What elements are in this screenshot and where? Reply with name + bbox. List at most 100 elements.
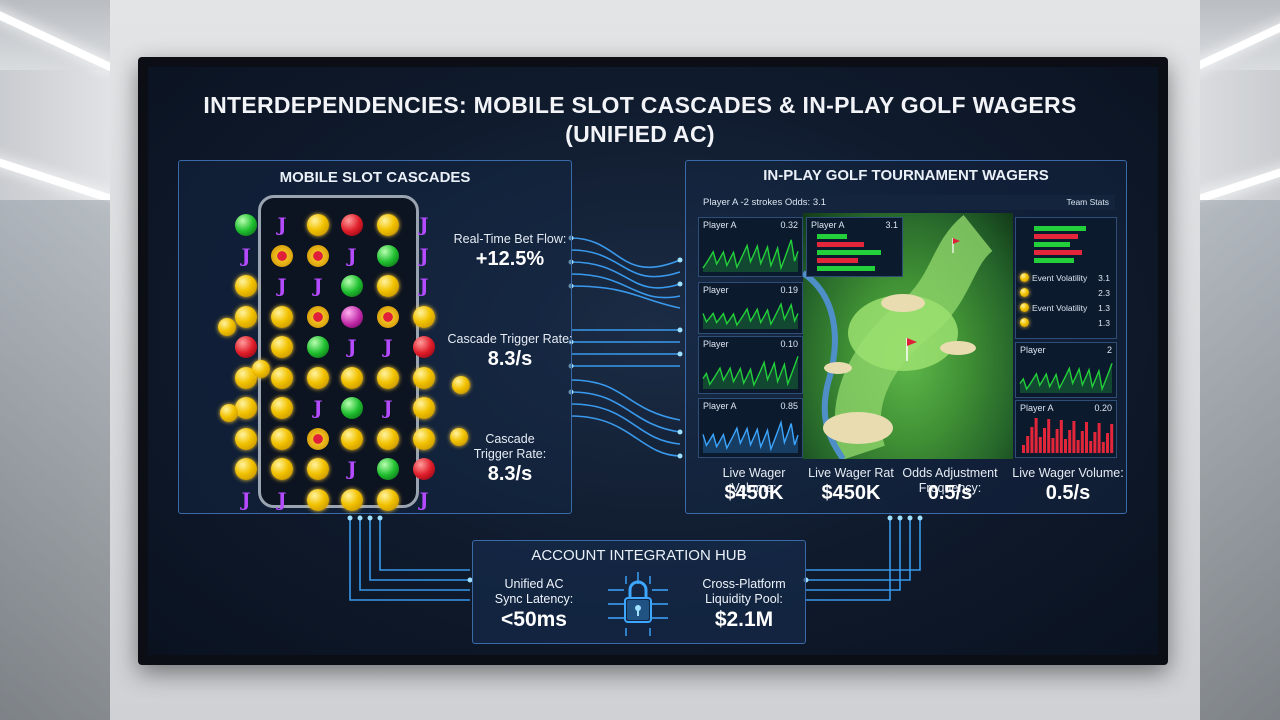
- tile-bar: [1022, 445, 1025, 453]
- coin-symbol: [413, 305, 435, 328]
- coin-symbol: [271, 427, 293, 450]
- ceiling-light-right-2: [1191, 163, 1280, 205]
- liquidity-pool-label: Cross-Platform: [702, 577, 786, 591]
- coin-symbol: [235, 397, 257, 419]
- j-symbol: J: [347, 244, 357, 267]
- j-symbol: J: [347, 336, 357, 358]
- floating-coin-icon: [218, 318, 236, 336]
- floating-coin-icon: [452, 376, 470, 394]
- wager-rate-label: Live Wager Rat: [808, 466, 894, 480]
- coin-symbol: [377, 366, 399, 389]
- coin-symbol: [307, 458, 329, 480]
- j-symbol: J: [241, 244, 251, 267]
- tile-value: 0.10: [780, 339, 798, 349]
- padlock-circuit-icon: [600, 570, 676, 638]
- tile-bar: [1080, 431, 1084, 453]
- coin-symbol: [341, 366, 363, 389]
- coin-symbol: [235, 275, 257, 297]
- tile-area: [1020, 363, 1112, 393]
- ruby-symbol: [413, 336, 435, 358]
- coin-symbol: [341, 488, 363, 511]
- event-coin-icon: [1020, 273, 1029, 282]
- tile-bar: [817, 242, 864, 247]
- coin-symbol: [377, 427, 399, 450]
- cascade-rate-value: 8.3/s: [487, 348, 533, 370]
- dashboard-title: INTERDEPENDENCIES: MOBILE SLOT CASCADES …: [203, 92, 1077, 118]
- j-symbol: J: [419, 275, 429, 297]
- tile-chart: [702, 302, 799, 329]
- event-row-value: 1.3: [1098, 318, 1110, 328]
- tile-bar: [1089, 441, 1093, 453]
- gem-symbol: [307, 336, 329, 358]
- team-stats-label: Team Stats: [1066, 197, 1109, 207]
- j-symbol: J: [347, 458, 357, 480]
- tile-bar: [1085, 422, 1088, 453]
- tile-chart: [1019, 363, 1113, 393]
- panel-title: IN-PLAY GOLF TOURNAMENT WAGERS: [763, 167, 1049, 184]
- coin-symbol: [271, 305, 293, 328]
- tile-label: Player: [703, 285, 729, 295]
- event-row-value: 3.1: [1098, 273, 1110, 283]
- tile-chart: [702, 419, 799, 453]
- hub-title: ACCOUNT INTEGRATION HUB: [531, 547, 747, 564]
- cascade-rate-label-2b: Trigger Rate:: [473, 447, 547, 461]
- liquidity-pool-label-2: Liquidity Pool:: [705, 592, 783, 606]
- stat-bar: [1034, 234, 1078, 239]
- odds-frequency-label: Odds Adjustment Frequency:: [902, 466, 998, 495]
- j-symbol: J: [241, 488, 251, 511]
- coin-symbol: [413, 397, 435, 419]
- coin-symbol: [271, 336, 293, 358]
- coin-symbol: [235, 305, 257, 328]
- padlock-svg: [608, 572, 668, 636]
- coin-symbol: [307, 366, 329, 389]
- j-symbol: J: [419, 488, 429, 511]
- event-row-label: Event Volatility: [1032, 303, 1088, 313]
- coin-symbol: [413, 427, 435, 450]
- tile-label: Player: [1020, 345, 1046, 355]
- event-row-value: 2.3: [1098, 288, 1110, 298]
- coin-symbol: [307, 214, 329, 236]
- cascade-rate-label: Cascade Trigger Rate:: [447, 332, 573, 346]
- coin-symbol: [235, 458, 257, 480]
- tile-bar: [1055, 429, 1059, 453]
- tile-bar: [1026, 436, 1030, 453]
- stat-bar: [1034, 258, 1074, 263]
- tile-line: [702, 356, 799, 388]
- panel-title: MOBILE SLOT CASCADES: [279, 169, 471, 186]
- sync-latency-label: Unified AC: [504, 577, 564, 591]
- tile-bar: [1072, 421, 1076, 453]
- coin-symbol: [235, 427, 257, 450]
- tile-area: [703, 356, 798, 389]
- coin-symbol: [271, 366, 293, 389]
- coin-symbol: [235, 366, 257, 389]
- tile-bar: [817, 266, 875, 271]
- coin-symbol: [377, 488, 399, 511]
- gem-symbol: [341, 275, 363, 297]
- event-row-label: Event Volatility: [1032, 273, 1088, 283]
- stat-bar: [1034, 242, 1070, 247]
- j-symbol: J: [277, 275, 287, 297]
- tile-chart: [1022, 418, 1114, 453]
- j-symbol: J: [277, 488, 287, 511]
- tile-value: 3.1: [885, 220, 898, 230]
- tile-label: Player A: [703, 401, 737, 411]
- dashboard-subtitle: (UNIFIED AC): [565, 121, 715, 147]
- ceiling-light-left-2: [0, 153, 118, 205]
- tile-label: Player A: [1020, 403, 1054, 413]
- j-symbol: J: [419, 244, 429, 267]
- tile-value: 0.32: [780, 220, 798, 230]
- tile-chart: [817, 234, 881, 271]
- tile-label: Player: [703, 339, 729, 349]
- tile-chart: [702, 239, 799, 272]
- coin-symbol: [271, 397, 293, 419]
- wager-volume-value-2: 0.5/s: [1045, 482, 1091, 504]
- ruby-symbol: [377, 305, 399, 328]
- tile-bar: [817, 234, 847, 239]
- tile-bar: [1038, 437, 1042, 453]
- event-row-value: 1.3: [1098, 303, 1110, 313]
- event-coin-icon: [1020, 318, 1029, 327]
- tile-value: 2: [1106, 345, 1112, 355]
